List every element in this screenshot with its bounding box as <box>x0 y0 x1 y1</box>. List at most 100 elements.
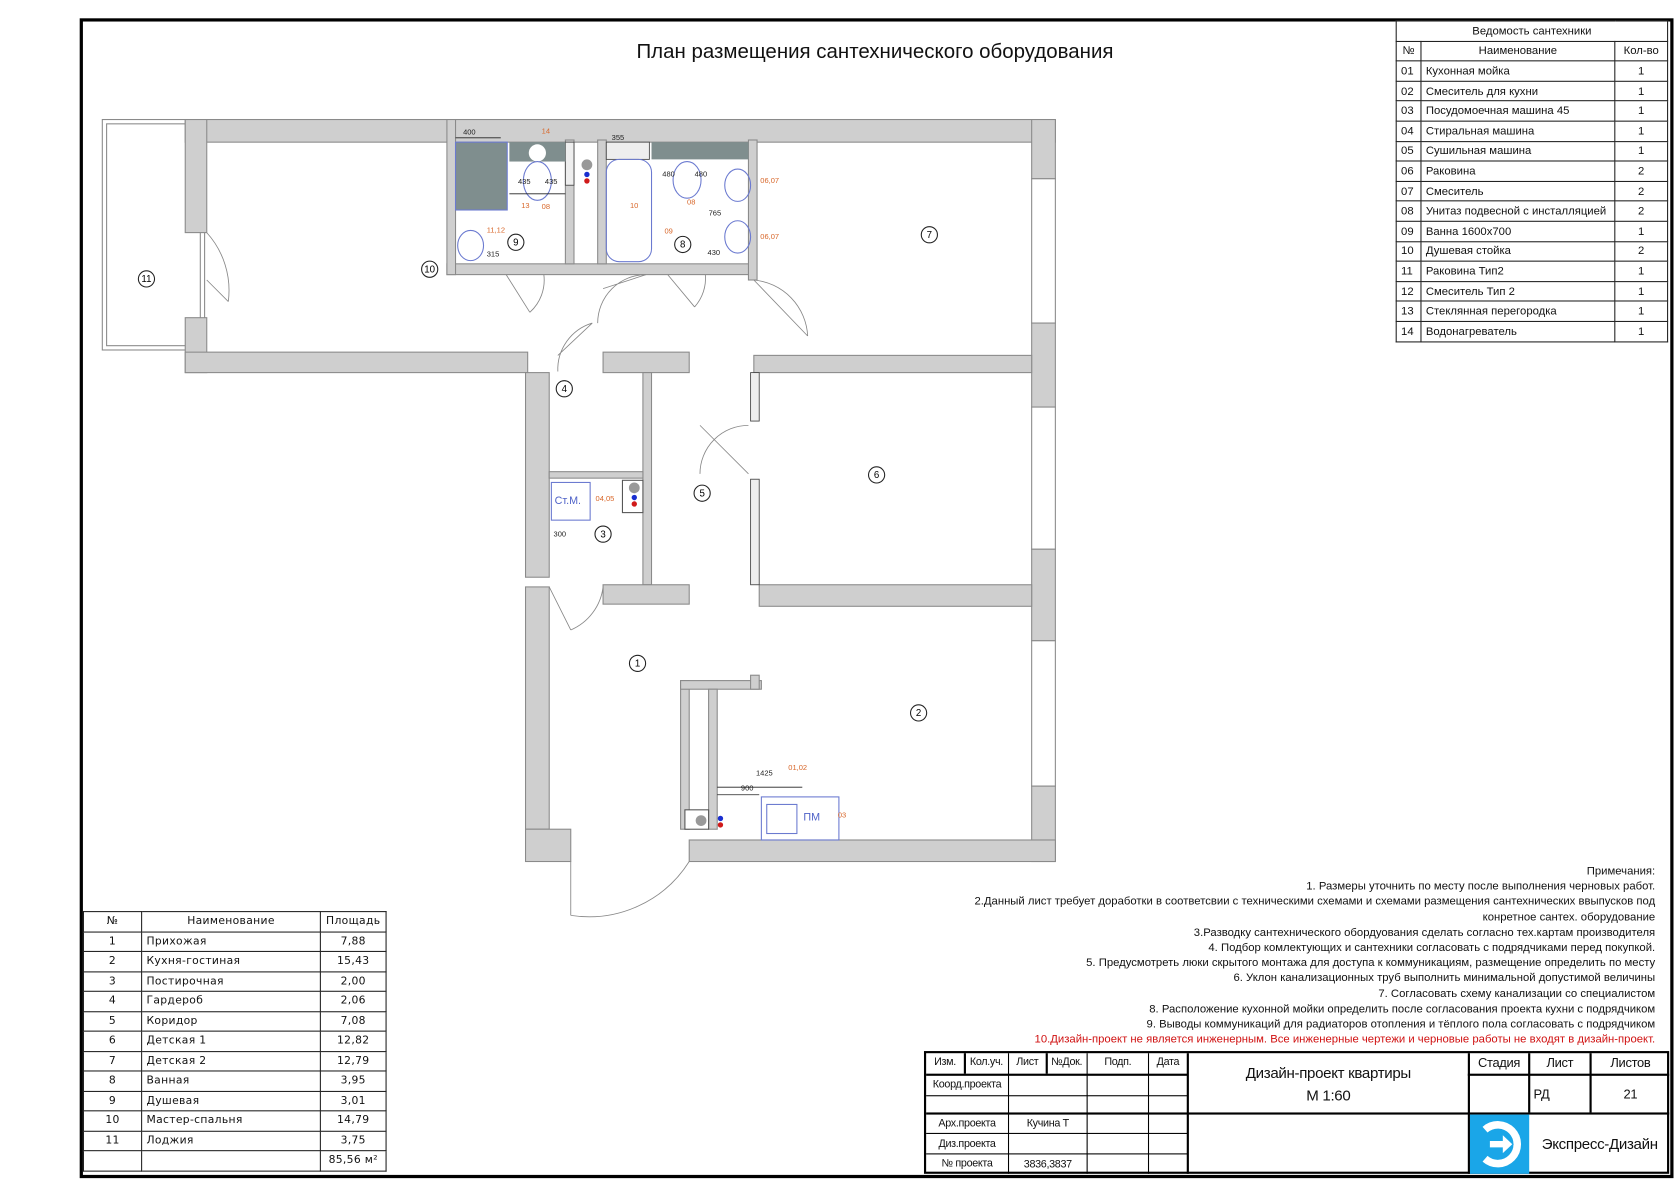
sanitary-no: 10 <box>1395 240 1422 262</box>
room-name: Душевая <box>141 1090 321 1112</box>
room-name: Детская 1 <box>141 1030 321 1052</box>
col-header-qty: Кол-во <box>1614 40 1669 62</box>
room-number-6: 6 <box>874 470 879 481</box>
sanitary-name: Кухонная мойка <box>1420 60 1616 82</box>
note-item: 2.Данный лист требует доработки в соотве… <box>974 895 1656 909</box>
note-item: 3.Разводку сантехнического обордуования … <box>1193 925 1656 939</box>
sanitary-qty: 1 <box>1614 260 1669 282</box>
room-no: 9 <box>82 1090 143 1112</box>
note-item: 7. Согласовать схему канализации со спец… <box>1378 987 1656 1001</box>
room-area: 12,82 <box>319 1030 387 1052</box>
sanitary-qty: 1 <box>1614 100 1669 122</box>
sanitary-table-caption: Ведомость сантехники <box>1395 20 1669 42</box>
room-no: 4 <box>82 990 143 1012</box>
sanitary-name: Раковина Тип2 <box>1420 260 1616 282</box>
total-area: 85,56 м² <box>319 1150 387 1172</box>
note-item: 10.Дизайн-проект не является инженерным.… <box>1034 1032 1656 1046</box>
sheets-value: 21 <box>1623 1086 1638 1102</box>
sanitary-name: Раковина <box>1420 160 1616 182</box>
sanitary-no: 01 <box>1395 60 1422 82</box>
room-number-3: 3 <box>600 529 605 540</box>
role-coordinator: Коорд.проекта <box>932 1079 1002 1091</box>
room-name: Детская 2 <box>141 1050 321 1072</box>
sanitary-no: 14 <box>1395 320 1422 342</box>
sanitary-qty: 1 <box>1614 280 1669 302</box>
room-name: Лоджия <box>141 1130 321 1152</box>
col-kol-uch: Кол.уч. <box>969 1056 1003 1069</box>
plumbing-fixtures <box>454 141 840 841</box>
room-name: Прихожая <box>141 930 321 952</box>
room-no: 10 <box>82 1110 143 1132</box>
company-name: Экспресс-Дизайн <box>1541 1135 1658 1153</box>
col-doc-no: №Док. <box>1051 1056 1083 1069</box>
room-no: 7 <box>82 1050 143 1072</box>
role-designer: Диз.проекта <box>938 1138 996 1151</box>
title-block: Изм. Кол.уч. Лист №Док. Подп. Дата Коорд… <box>923 1051 1670 1174</box>
room-name: Мастер-спальня <box>141 1110 321 1132</box>
sanitary-name: Водонагреватель <box>1420 320 1616 342</box>
sanitary-no: 13 <box>1395 300 1422 322</box>
room-area: 3,95 <box>319 1070 387 1092</box>
door-swings <box>206 232 809 918</box>
room-number-7: 7 <box>927 230 932 241</box>
marker-08-a: 08 <box>542 202 550 211</box>
room-area: 2,00 <box>319 970 387 992</box>
architect-name: Кучина Т <box>1026 1117 1070 1130</box>
col-date: Дата <box>1156 1056 1180 1069</box>
room-number-8: 8 <box>680 240 685 251</box>
stage-label: Стадия <box>1477 1055 1521 1071</box>
marker-11-12: 11,12 <box>487 226 505 235</box>
walls <box>101 118 1056 863</box>
room-area: 7,08 <box>319 1010 387 1032</box>
sanitary-no: 07 <box>1395 180 1422 202</box>
sanitary-no: 06 <box>1395 160 1422 182</box>
sanitary-qty: 1 <box>1614 140 1669 162</box>
marker-10: 10 <box>630 201 638 210</box>
marker-09: 09 <box>664 227 672 236</box>
col-header-name: Наименование <box>141 911 321 933</box>
sanitary-name: Сушильная машина <box>1420 140 1616 162</box>
col-list: Лист <box>1016 1056 1039 1069</box>
sanitary-name: Унитаз подвесной с инсталляцией <box>1420 200 1616 222</box>
room-name: Коридор <box>141 1010 321 1032</box>
marker-01-02: 01,02 <box>788 763 807 772</box>
dim-315: 315 <box>487 249 500 258</box>
sanitary-qty: 2 <box>1614 240 1669 262</box>
logo-arrow-icon <box>1482 1121 1521 1168</box>
note-item: 4. Подбор комлектующих и сантехники согл… <box>1208 941 1656 955</box>
sheet-label: Лист <box>1546 1055 1574 1071</box>
room-area: 14,79 <box>319 1110 387 1132</box>
sanitary-name: Душевая стойка <box>1420 240 1616 262</box>
room-name: Кухня-гостиная <box>141 950 321 972</box>
sanitary-no: 04 <box>1395 120 1422 142</box>
room-no: 5 <box>82 1010 143 1032</box>
room-name: Ванная <box>141 1070 321 1092</box>
page-title: План размещения сантехнического оборудов… <box>636 40 1114 64</box>
sanitary-no: 12 <box>1395 280 1422 302</box>
sanitary-name: Смеситель для кухни <box>1420 80 1616 102</box>
note-item: 8. Расположение кухонной мойки определит… <box>1149 1002 1656 1016</box>
sanitary-qty: 2 <box>1614 200 1669 222</box>
sanitary-qty: 1 <box>1614 60 1669 82</box>
sanitary-qty: 1 <box>1614 300 1669 322</box>
room-name: Гардероб <box>141 990 321 1012</box>
sanitary-name: Ванна 1600х700 <box>1420 220 1616 242</box>
col-izm: Изм. <box>934 1056 956 1069</box>
dim-480-b: 480 <box>695 170 708 179</box>
sanitary-qty: 2 <box>1614 160 1669 182</box>
marker-08-b: 08 <box>687 198 695 207</box>
project-scale: М 1:60 <box>1306 1086 1351 1104</box>
